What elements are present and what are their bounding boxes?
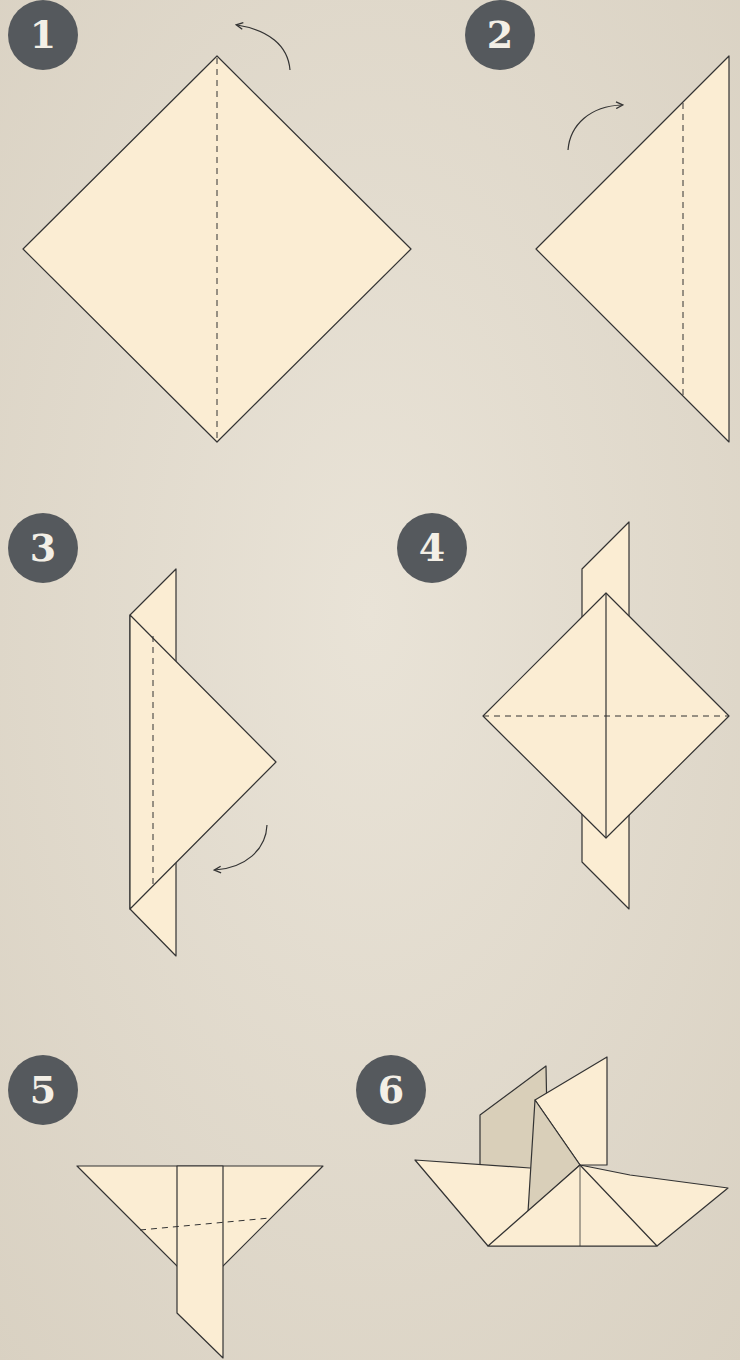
step-number: 2 — [465, 0, 535, 70]
step-number-badge: 4 — [397, 513, 467, 583]
step-number: 3 — [8, 513, 78, 583]
step-3-figure — [130, 569, 276, 956]
step-number: 6 — [356, 1055, 426, 1125]
step-number: 5 — [8, 1055, 78, 1125]
badge-circle-shape — [8, 0, 78, 70]
step-number-badge: 6 — [356, 1055, 426, 1125]
badge-circle-shape — [8, 1055, 78, 1125]
step-number-badge: 3 — [8, 513, 78, 583]
step-6-figure — [415, 1057, 728, 1246]
step-number-badge: 2 — [465, 0, 535, 70]
step-number: 4 — [397, 513, 467, 583]
badge-circle-shape — [8, 513, 78, 583]
badge-circle-shape — [356, 1055, 426, 1125]
badge-circle-shape — [465, 0, 535, 70]
step-4-figure — [483, 522, 729, 909]
step-5-figure — [77, 1166, 323, 1358]
step-number-badge: 1 — [8, 0, 78, 70]
step-2-figure — [536, 56, 729, 442]
step-1-figure — [23, 25, 411, 442]
step-number-badge: 5 — [8, 1055, 78, 1125]
badge-circle-shape — [397, 513, 467, 583]
step-number: 1 — [8, 0, 78, 70]
